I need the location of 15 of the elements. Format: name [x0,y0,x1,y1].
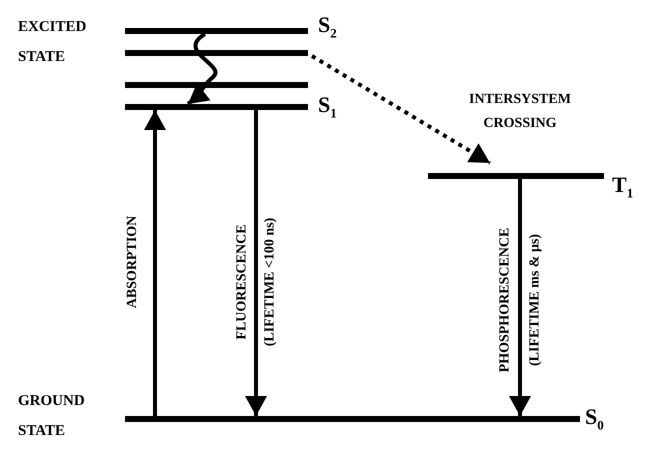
wavy-arrow [186,32,218,106]
edge-label: FLUORESCENCE (LIFETIME <100 ns) [233,216,278,348]
arrow [509,179,531,416]
arrow [144,110,166,416]
state-label: EXCITED STATE [18,18,88,67]
dotted-arrow [310,54,492,165]
level-label: S$_{1}$ [318,94,337,120]
level-label: T$_{1}$ [612,174,634,200]
edge-label: ABSORPTION [124,214,141,310]
level-label: S$_{0}$ [585,406,604,432]
state-label: GROUND STATE [18,392,86,441]
edge-label: PHOSPHORESCENCE (LIFETIME ms & μs) [496,226,543,374]
edge-label: INTERSYSTEM CROSSING [468,91,572,133]
level-label: S$_{2}$ [318,14,337,40]
arrow [245,110,267,416]
